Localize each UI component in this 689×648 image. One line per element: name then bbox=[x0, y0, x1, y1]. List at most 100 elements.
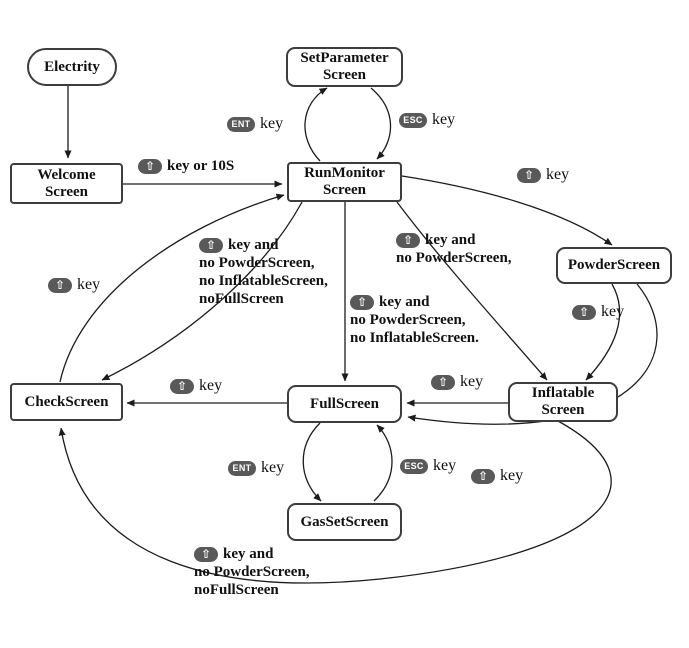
node-full-screen: FullScreen bbox=[287, 385, 402, 423]
node-powder-screen: PowderScreen bbox=[556, 247, 672, 284]
edge-label-text: key bbox=[500, 467, 524, 484]
edge-check-screen-to-run-monitor-screen bbox=[59, 193, 285, 383]
edge-label-line: no InflatableScreen, bbox=[199, 272, 328, 290]
edge-label-check-screen-to-run-monitor-screen: ⇧key bbox=[48, 276, 100, 294]
edge-label-text: key bbox=[199, 377, 223, 394]
edge-label-line: noFullScreen bbox=[199, 290, 328, 308]
shift-key-badge-icon: ⇧ bbox=[471, 468, 495, 484]
edge-label-text: no InflatableScreen. bbox=[350, 329, 479, 346]
edge-powder-screen-to-inflatable-screen bbox=[585, 283, 621, 381]
edge-label-text: noFullScreen bbox=[199, 290, 284, 307]
edge-label-set-parameter-screen-to-run-monitor-screen: ESC key bbox=[399, 111, 455, 129]
edge-label-line: ⇧ key bbox=[517, 166, 569, 184]
edge-label-text: no PowderScreen, bbox=[350, 311, 466, 328]
edge-label-line: ⇧key bbox=[431, 373, 483, 391]
edge-label-line: ⇧ key bbox=[170, 377, 222, 395]
node-label: Screen bbox=[44, 183, 89, 200]
edge-inflatable-screen-to-check-screen bbox=[58, 420, 612, 584]
edge-label-text: key bbox=[546, 166, 570, 183]
edge-label-text: no InflatableScreen, bbox=[199, 272, 328, 289]
edge-label-line: noFullScreen bbox=[194, 581, 310, 599]
edge-label-powder-screen-to-inflatable-screen: ⇧key bbox=[572, 303, 624, 321]
node-label: Screen bbox=[322, 67, 367, 83]
node-label: Screen bbox=[541, 402, 585, 418]
edge-label-line: ⇧ key or 10S bbox=[138, 157, 234, 175]
esc-key-badge-icon: ESC bbox=[400, 458, 428, 474]
edge-label-line: ⇧ key bbox=[471, 467, 523, 485]
edge-set-parameter-screen-to-run-monitor-screen bbox=[370, 87, 392, 160]
node-label: SetParameter bbox=[300, 50, 389, 66]
node-label: Inflatable bbox=[531, 385, 595, 401]
edge-label-text: key or 10S bbox=[167, 157, 235, 174]
node-label: FullScreen bbox=[310, 395, 379, 412]
edge-label-run-monitor-screen-to-powder-screen: ⇧ key bbox=[517, 166, 569, 184]
edge-label-line: ⇧ key and bbox=[350, 293, 479, 311]
node-label: PowderScreen bbox=[567, 257, 661, 273]
shift-key-badge-icon: ⇧ bbox=[396, 232, 420, 248]
node-label: CheckScreen bbox=[24, 393, 109, 410]
edge-gas-set-screen-to-full-screen bbox=[373, 424, 393, 502]
edge-label-text: key bbox=[260, 115, 284, 132]
edge-label-text: key bbox=[460, 373, 484, 390]
ent-key-badge-icon: ENT bbox=[227, 116, 255, 132]
edge-label-line: ⇧key and bbox=[199, 236, 328, 254]
shift-key-badge-icon: ⇧ bbox=[138, 158, 162, 174]
edge-powder-screen-to-full-screen bbox=[407, 283, 658, 425]
edge-label-line: no PowderScreen, bbox=[199, 254, 328, 272]
edge-label-text: key bbox=[432, 111, 456, 128]
node-label: Welcome bbox=[37, 166, 96, 183]
edge-label-line: no PowderScreen, bbox=[350, 311, 479, 329]
node-label: Electrity bbox=[44, 58, 100, 75]
edge-run-monitor-screen-to-check-screen bbox=[101, 201, 303, 381]
edge-label-line: ⇧key bbox=[572, 303, 624, 321]
edge-label-powder-screen-to-full-screen: ⇧ key bbox=[471, 467, 523, 485]
node-gas-set-screen: GasSetScreen bbox=[287, 503, 402, 541]
node-label: RunMonitor bbox=[304, 165, 385, 181]
edge-label-text: key and bbox=[425, 231, 476, 248]
edge-label-welcome-screen-to-run-monitor-screen: ⇧ key or 10S bbox=[138, 157, 234, 175]
edge-label-text: no PowderScreen, bbox=[199, 254, 315, 271]
edge-label-line: ⇧key and bbox=[194, 545, 310, 563]
edge-run-monitor-screen-to-inflatable-screen bbox=[396, 201, 548, 381]
edge-label-text: key bbox=[77, 276, 101, 293]
edge-label-line: no PowderScreen, bbox=[194, 563, 310, 581]
edge-label-line: ENT key bbox=[228, 459, 284, 477]
edge-label-text: no PowderScreen, bbox=[194, 563, 310, 580]
edge-run-monitor-screen-to-set-parameter-screen bbox=[304, 87, 328, 162]
node-check-screen: CheckScreen bbox=[10, 383, 123, 421]
shift-key-badge-icon: ⇧ bbox=[517, 167, 541, 183]
edge-label-text: noFullScreen bbox=[194, 581, 279, 598]
edge-label-line: no PowderScreen, bbox=[396, 249, 512, 267]
edge-full-screen-to-gas-set-screen bbox=[302, 422, 322, 502]
edge-label-inflatable-screen-to-full-screen: ⇧key bbox=[431, 373, 483, 391]
ent-key-badge-icon: ENT bbox=[228, 460, 256, 476]
edge-label-full-screen-to-gas-set-screen: ENT key bbox=[228, 459, 284, 477]
esc-key-badge-icon: ESC bbox=[399, 112, 427, 128]
edge-label-text: key and bbox=[379, 293, 430, 310]
edge-run-monitor-screen-to-powder-screen bbox=[401, 175, 613, 246]
shift-key-badge-icon: ⇧ bbox=[572, 304, 596, 320]
shift-key-badge-icon: ⇧ bbox=[170, 378, 194, 394]
node-electricity: Electrity bbox=[27, 48, 117, 86]
node-label: Screen bbox=[322, 182, 367, 198]
edge-label-full-screen-to-check-screen: ⇧ key bbox=[170, 377, 222, 395]
shift-key-badge-icon: ⇧ bbox=[350, 294, 374, 310]
edge-label-text: key bbox=[261, 459, 285, 476]
edge-label-text: key and bbox=[228, 236, 279, 253]
edge-label-line: ⇧key bbox=[48, 276, 100, 294]
edge-label-run-monitor-screen-to-set-parameter-screen: ENT key bbox=[227, 115, 283, 133]
edge-label-text: key and bbox=[223, 545, 274, 562]
edge-label-line: ENT key bbox=[227, 115, 283, 133]
